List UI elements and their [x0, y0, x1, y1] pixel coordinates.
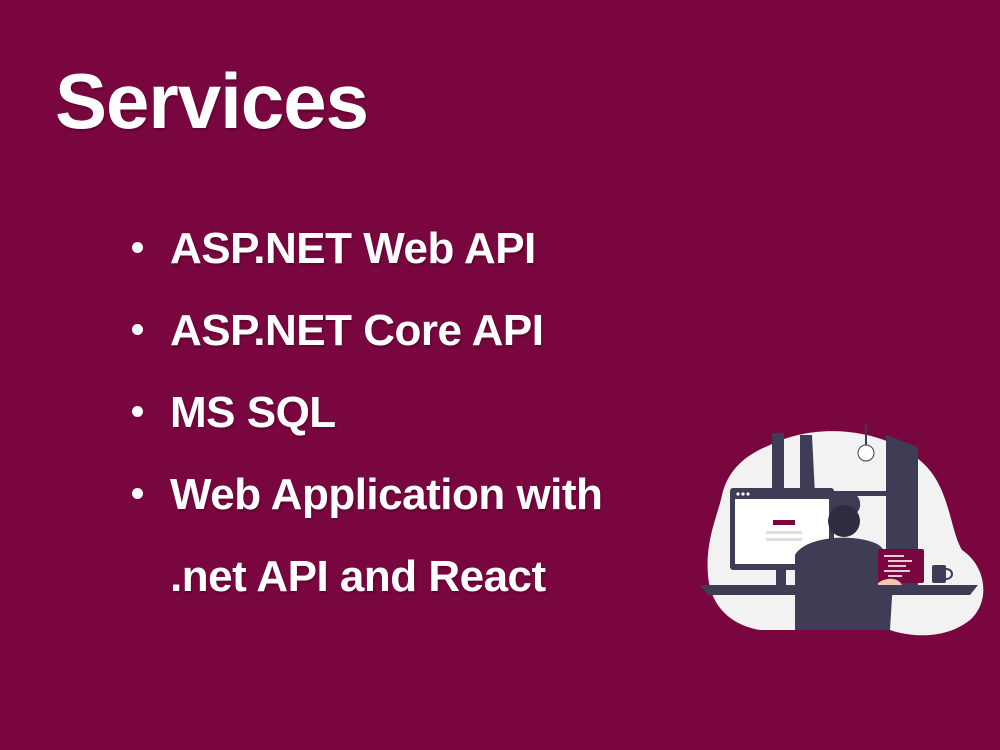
- desk: [700, 585, 978, 595]
- wall-panel: [886, 435, 918, 585]
- list-item-label: ASP.NET Core API: [170, 306, 544, 355]
- lamp: [857, 444, 875, 462]
- list-item: MS SQL: [132, 372, 672, 454]
- mug: [932, 565, 946, 583]
- developer-at-computer-icon: [700, 425, 984, 636]
- bullet-icon: [132, 488, 143, 499]
- list-item-label: ASP.NET Web API: [170, 224, 536, 273]
- bullet-icon: [132, 406, 143, 417]
- monitor-dot: [741, 492, 745, 496]
- laptop-code: [884, 570, 910, 572]
- laptop-code: [884, 555, 904, 557]
- screen-line: [766, 538, 802, 541]
- screen-block: [773, 520, 795, 525]
- list-item: Web Application with .net API and React: [132, 454, 672, 618]
- person-head: [828, 505, 860, 537]
- list-item-label: MS SQL: [170, 388, 336, 437]
- bullet-icon: [132, 242, 143, 253]
- laptop-code: [888, 575, 902, 577]
- slide-title: Services: [55, 57, 369, 145]
- person-body: [795, 537, 893, 630]
- list-item: ASP.NET Core API: [132, 290, 672, 372]
- list-item: ASP.NET Web API: [132, 208, 672, 290]
- bullet-icon: [132, 324, 143, 335]
- monitor-dot: [746, 492, 750, 496]
- screen-line: [766, 531, 802, 534]
- monitor-dot: [736, 492, 740, 496]
- list-item-label: Web Application with .net API and React: [170, 470, 603, 601]
- mug-handle: [945, 568, 953, 580]
- laptop-code: [888, 565, 906, 567]
- monitor-stand: [776, 570, 786, 588]
- laptop-code: [888, 560, 912, 562]
- services-list: ASP.NET Web API ASP.NET Core API MS SQL …: [132, 208, 672, 618]
